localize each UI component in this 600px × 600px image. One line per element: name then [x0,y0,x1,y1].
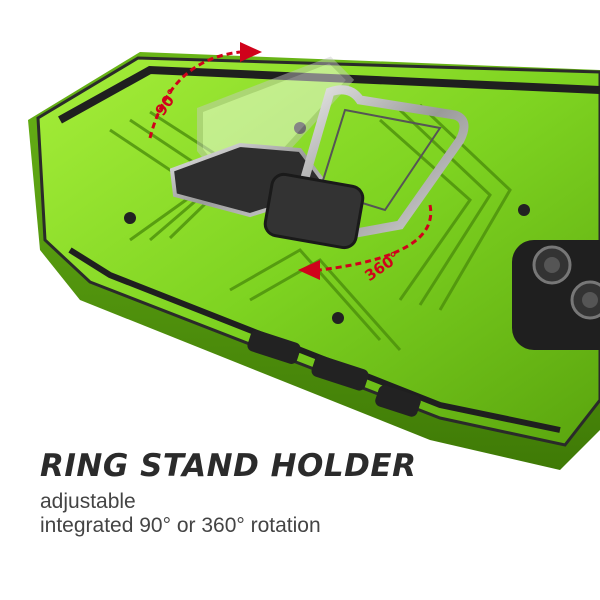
headline: RING STAND HOLDER [40,448,417,484]
phone-case [28,52,600,470]
subtitle-line-1: adjustable [40,490,136,513]
subtitle-line-2: integrated 90° or 360° rotation [40,514,321,537]
ring-stand [169,56,469,250]
